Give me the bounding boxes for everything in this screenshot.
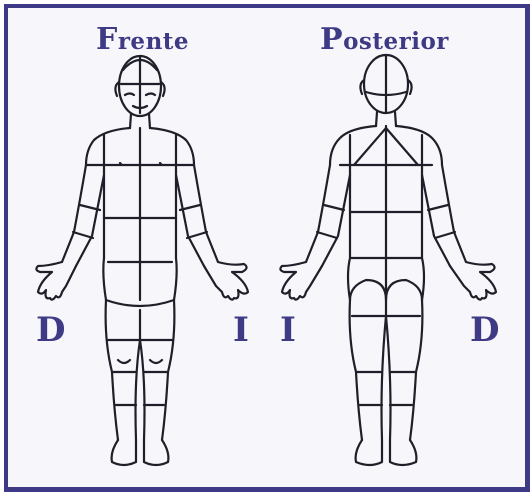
front-knees bbox=[118, 360, 162, 363]
back-arm-left bbox=[306, 165, 350, 266]
front-foot-left bbox=[144, 440, 168, 465]
front-arm-right bbox=[62, 165, 104, 266]
front-leg-bands bbox=[108, 340, 172, 405]
back-arm-right bbox=[422, 165, 466, 266]
back-hand-left bbox=[280, 262, 322, 300]
back-leg-bands bbox=[352, 316, 420, 405]
front-body-figure bbox=[36, 56, 248, 465]
back-legs bbox=[350, 300, 423, 440]
front-legs bbox=[106, 300, 175, 440]
front-arm-left bbox=[176, 165, 218, 266]
front-hand-left bbox=[204, 262, 248, 300]
back-foot-right bbox=[390, 440, 416, 465]
back-body-figure bbox=[280, 55, 496, 465]
front-hand-right bbox=[36, 262, 76, 300]
back-head-lines bbox=[366, 55, 406, 113]
back-hand-right bbox=[450, 262, 496, 300]
front-foot-right bbox=[112, 440, 136, 465]
back-foot-left bbox=[356, 440, 382, 465]
